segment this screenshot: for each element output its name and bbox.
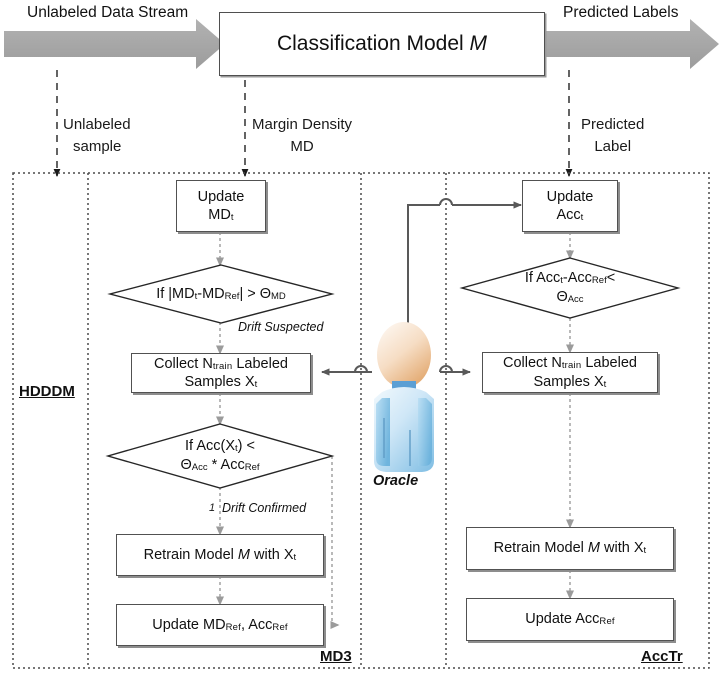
md3-decision-acc-diamond[interactable]: If Acc(Xt) < ΘAcc * AccRef	[105, 423, 335, 489]
md3-retrain-box[interactable]: Retrain Model M with Xt	[116, 534, 324, 576]
acctr-update-ref-box[interactable]: Update AccRef	[466, 598, 674, 641]
model-symbol: M	[469, 32, 488, 55]
md3-update-md-l2: MD	[208, 207, 231, 223]
tap-label-md-l2: MD	[290, 137, 314, 155]
tap-label-pred-l1: Predicted	[581, 116, 645, 133]
acctr-collect-box[interactable]: Collect Ntrain Labeled Samples Xt	[482, 352, 658, 393]
acctr-decision-diamond[interactable]: If Acct-AccRef< ΘAcc	[459, 257, 681, 319]
line-jump-1	[439, 198, 453, 206]
tap-label-margin-density: Margin Density MD	[252, 114, 352, 158]
oracle-icon	[374, 322, 434, 472]
classification-model-text: Classification Model M	[276, 32, 488, 55]
md3-drift-suspected-label: Drift Suspected	[238, 320, 324, 334]
md3-drift-confirmed-marker: 1	[209, 502, 216, 514]
md3-update-md-box[interactable]: Update MDt	[176, 180, 266, 232]
input-stream-label: Unlabeled Data Stream	[27, 4, 189, 21]
tap-label-unlabeled-l2: sample	[73, 137, 122, 155]
tap-label-unlabeled: Unlabeled sample	[63, 114, 131, 158]
line-jump-3	[354, 365, 368, 373]
line-jump-2	[439, 365, 453, 373]
md3-collect-box[interactable]: Collect Ntrain Labeled Samples Xt	[131, 353, 311, 393]
md3-update-md-sub: t	[230, 212, 234, 223]
output-stream-label: Predicted Labels	[563, 4, 679, 21]
oracle-label: Oracle	[373, 473, 419, 489]
tap-label-predicted: Predicted Label	[581, 114, 644, 158]
md3-feedback-loop	[330, 456, 340, 629]
panel-caption-acctr: AccTr	[641, 648, 683, 665]
md3-drift-confirmed-label: Drift Confirmed	[222, 501, 307, 515]
input-block-arrow	[4, 19, 225, 69]
acctr-retrain-box[interactable]: Retrain Model M with Xt	[466, 527, 674, 570]
acctr-update-acc-box[interactable]: Update Acct	[522, 180, 618, 232]
panel-caption-md3: MD3	[320, 648, 352, 665]
tap-label-pred-l2: Label	[594, 137, 632, 155]
classification-model-box[interactable]: Classification Model M	[219, 12, 545, 76]
tap-label-md-l1: Margin Density	[252, 116, 353, 133]
md3-update-md-l1: Update	[197, 188, 245, 205]
md3-decision-md-diamond[interactable]: If |MDt-MDRef| > ΘMD	[107, 264, 335, 324]
output-block-arrow	[546, 19, 719, 69]
tap-label-unlabeled-l1: Unlabeled	[63, 116, 131, 133]
panel-caption-hdddm: HDDDM	[19, 383, 75, 400]
oracle-to-update-acc	[407, 204, 515, 372]
md3-update-ref-box[interactable]: Update MDRef, AccRef	[116, 604, 324, 646]
